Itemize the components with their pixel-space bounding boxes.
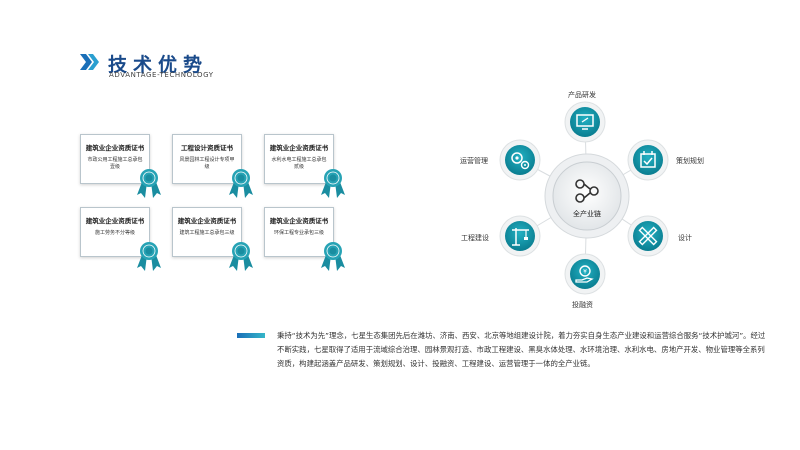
- certificate-card: 建筑业企业资质证书水利水电工程施工总承包贰级: [264, 134, 334, 184]
- medal-ribbon-icon: [137, 242, 161, 271]
- certificate-title: 建筑业企业资质证书: [269, 217, 329, 225]
- chain-node-label: 工程建设: [461, 234, 489, 242]
- monitor-icon: [576, 114, 594, 130]
- calendar-check-icon: [640, 151, 656, 168]
- medal-ribbon-icon: [137, 169, 161, 198]
- certificate-card: 建筑业企业资质证书环保工程专业承包三级: [264, 207, 334, 257]
- certificate-body: 环保工程专业承包三级: [273, 230, 324, 236]
- chain-node-label: 运营管理: [460, 157, 488, 165]
- chain-node: [564, 101, 606, 143]
- center-hub-label: 全产业链: [573, 210, 601, 218]
- chain-node-label: 设计: [678, 234, 692, 242]
- medal-ribbon-icon: [229, 242, 253, 271]
- chain-node: [499, 139, 541, 181]
- certificate-body: 施工劳务不分等级: [94, 230, 135, 236]
- double-chevron-icon: [80, 54, 99, 70]
- certificate-title: 建筑业企业资质证书: [85, 144, 145, 152]
- medal-ribbon-icon: [321, 242, 345, 271]
- certificate-card: 工程设计资质证书风景园林工程设计专项甲级: [172, 134, 242, 184]
- chain-node-label: 产品研发: [568, 91, 596, 99]
- certificate-card: 建筑业企业资质证书市政公用工程施工总承包壹级: [80, 134, 150, 184]
- certificate-title: 工程设计资质证书: [181, 144, 233, 152]
- chain-node: [627, 139, 669, 181]
- crane-icon: [512, 228, 529, 246]
- svg-text:¥: ¥: [583, 269, 587, 276]
- medal-ribbon-icon: [229, 169, 253, 198]
- chain-node: [499, 215, 541, 257]
- accent-bar: [237, 333, 265, 338]
- description-text: 秉持“技术为先”理念，七星生态集团先后在潍坊、济南、西安、北京等地组建设计院，着…: [277, 331, 766, 368]
- gears-icon: [511, 152, 530, 170]
- certificate-body: 水利水电工程施工总承包贰级: [271, 157, 327, 171]
- certificate-body: 市政公用工程施工总承包壹级: [87, 157, 143, 171]
- certificate-title: 建筑业企业资质证书: [85, 217, 145, 225]
- page-title: 技术优势: [108, 54, 209, 76]
- certificate-title: 建筑业企业资质证书: [177, 217, 237, 225]
- money-hand-icon: ¥: [575, 265, 594, 283]
- certificate-body: 建筑工程施工总承包三级: [179, 230, 235, 236]
- chain-node-label: 投融资: [572, 301, 593, 309]
- chain-node: [627, 215, 669, 257]
- share-nodes-icon: [575, 179, 599, 203]
- certificate-body: 风景园林工程设计专项甲级: [179, 157, 235, 171]
- certificate-title: 建筑业企业资质证书: [269, 144, 329, 152]
- page-subtitle: ADVANTAGE-TECHNOLOGY: [109, 71, 214, 79]
- chain-node-label: 策划规划: [676, 157, 704, 165]
- certificate-card: 建筑业企业资质证书建筑工程施工总承包三级: [172, 207, 242, 257]
- ruler-pencil-icon: [638, 226, 658, 246]
- chain-node: ¥: [564, 253, 606, 295]
- certificate-card: 建筑业企业资质证书施工劳务不分等级: [80, 207, 150, 257]
- medal-ribbon-icon: [321, 169, 345, 198]
